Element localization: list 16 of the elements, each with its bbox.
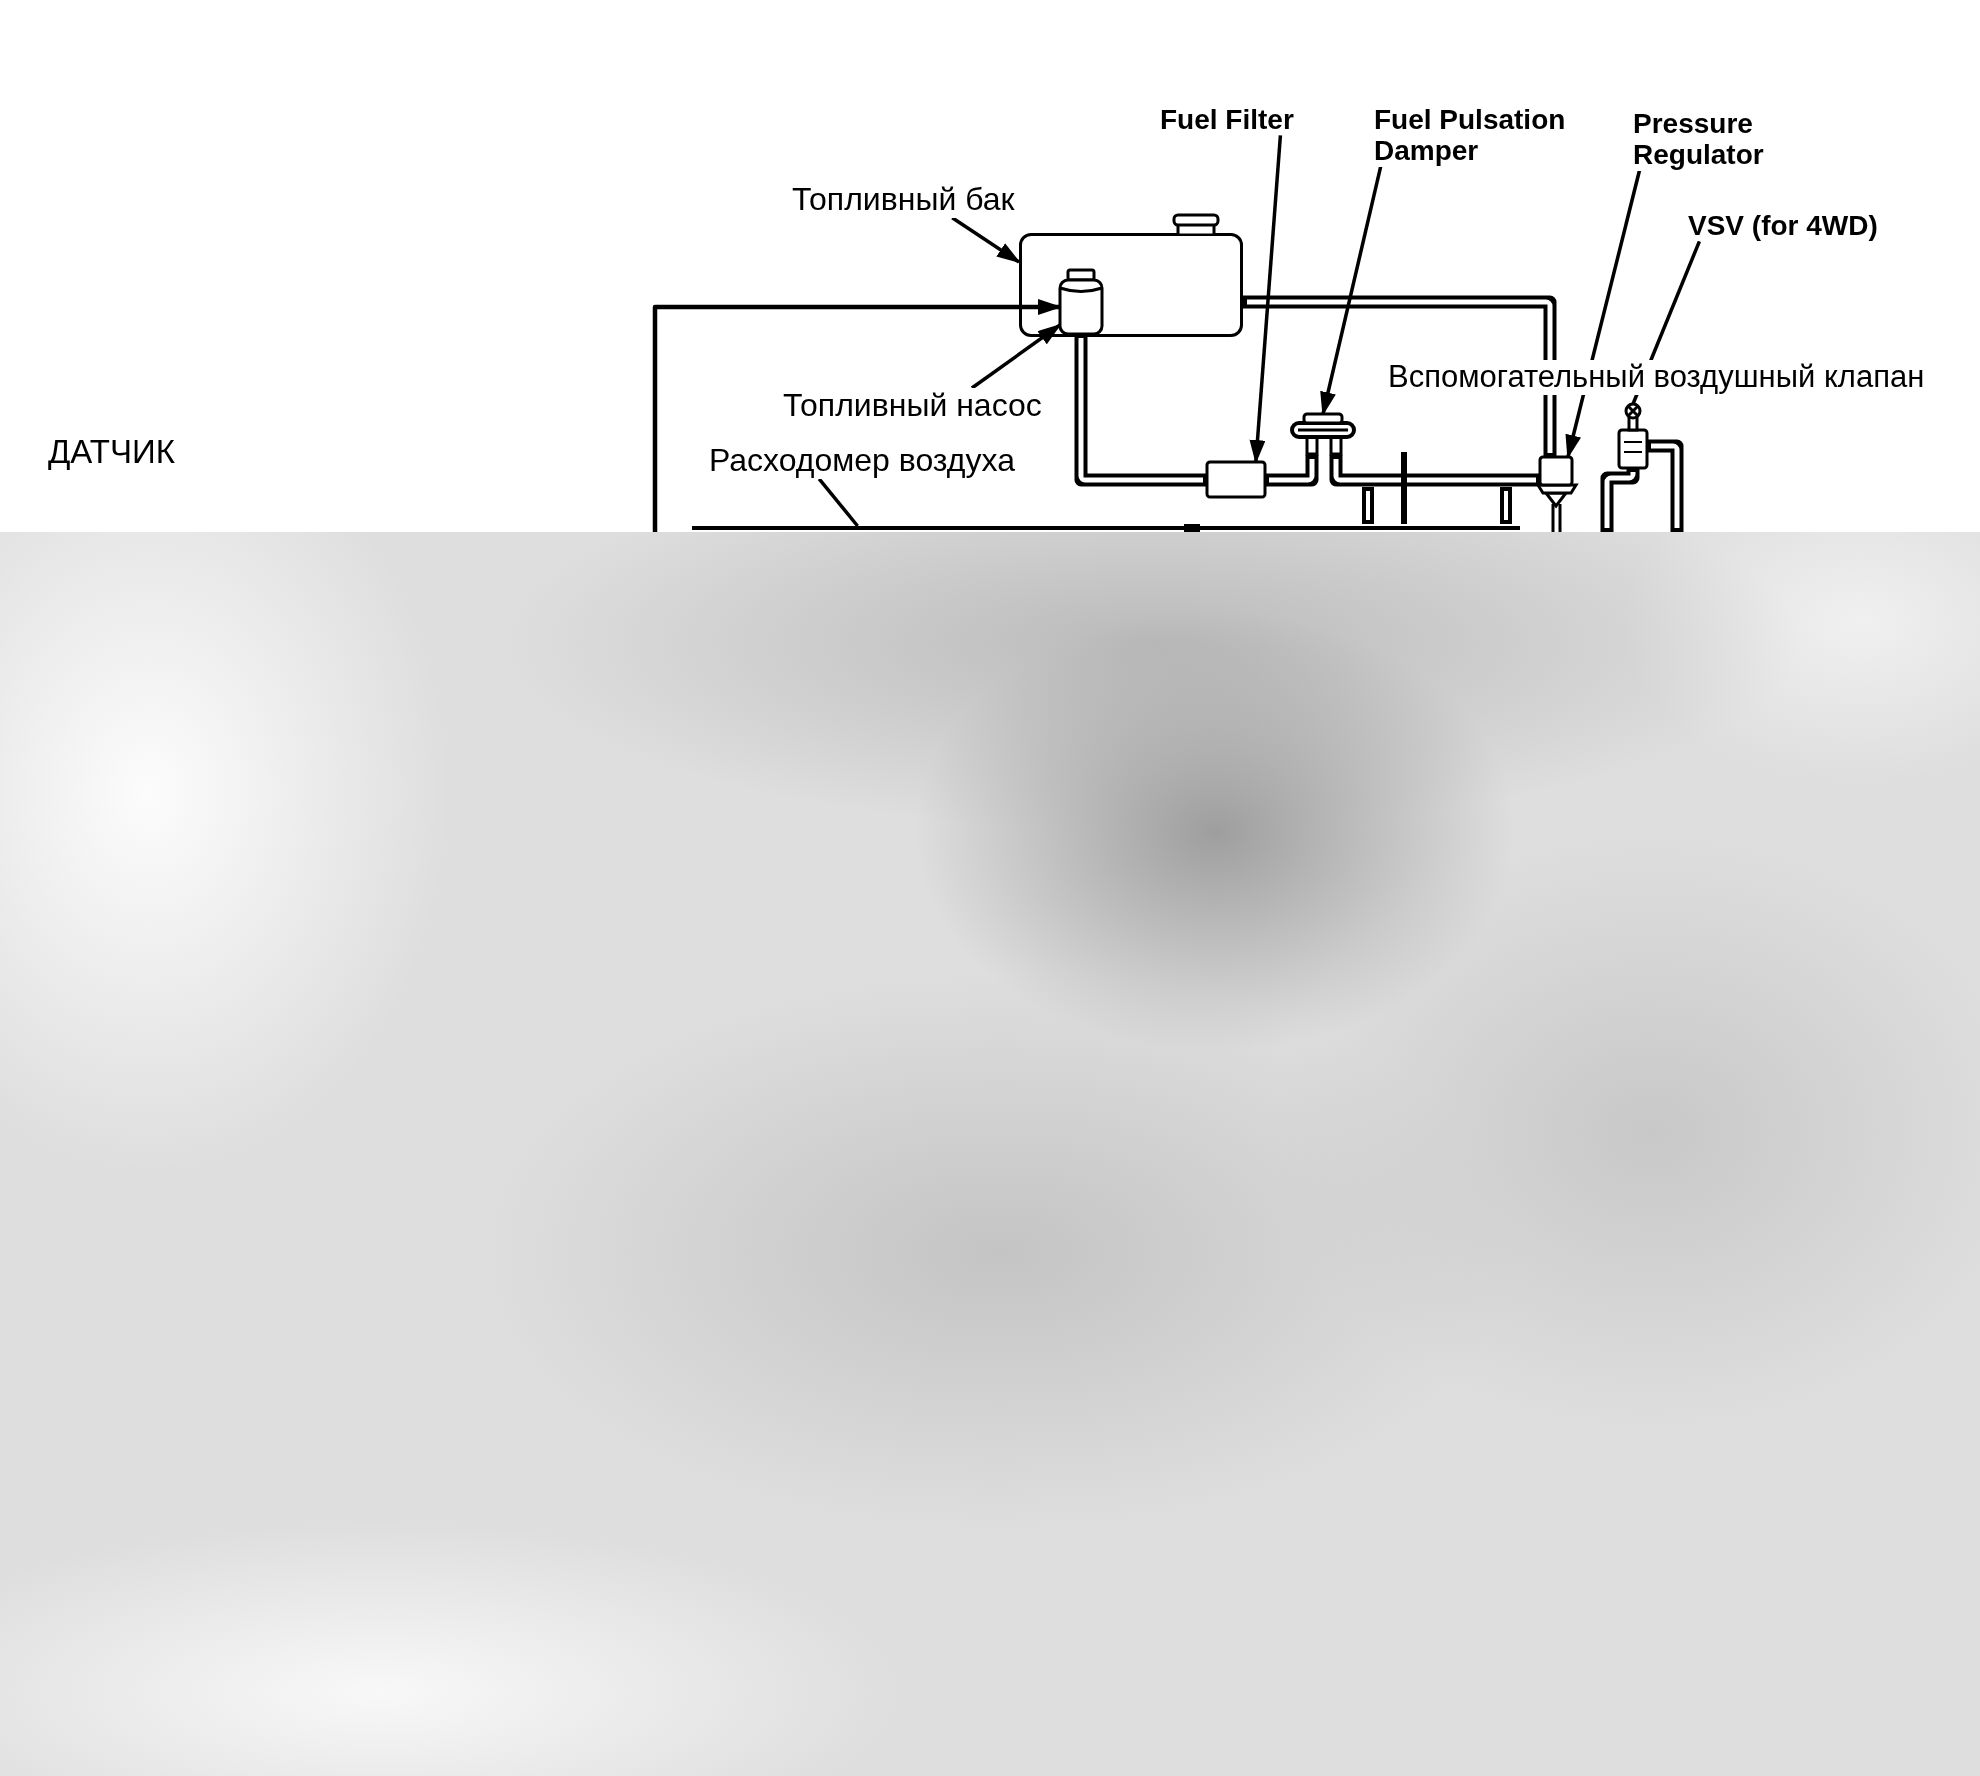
fuel-pipe	[1600, 468, 1640, 532]
fuel-filter	[1205, 460, 1267, 499]
fuel-pipe	[1074, 334, 1207, 487]
leader-arrow	[951, 216, 1021, 264]
fuel-pipe	[1329, 455, 1540, 487]
callout-label: Вспомогательный воздушный клапан	[1388, 360, 1925, 395]
fuel-pipe	[1647, 439, 1684, 532]
air-duct	[692, 524, 1520, 532]
fuel-pipe	[1243, 295, 1557, 457]
fuel-pump	[1058, 268, 1104, 336]
fuel-pipe	[1265, 455, 1319, 487]
pulsation-damper	[1290, 412, 1356, 455]
leader-line	[817, 477, 859, 528]
solenoid-valve	[1616, 402, 1650, 470]
pressure-regulator	[1536, 455, 1578, 532]
leader-arrow	[1320, 166, 1383, 416]
